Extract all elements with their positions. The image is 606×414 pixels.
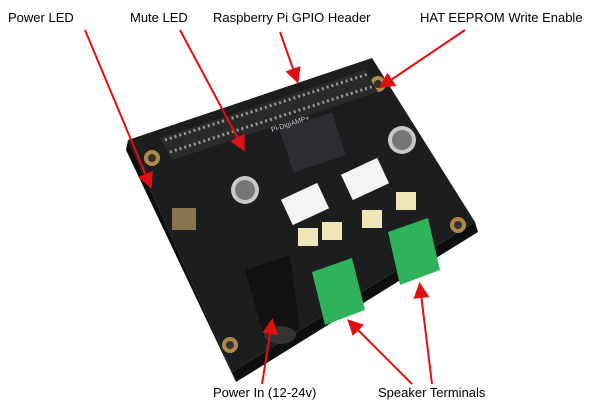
eeprom-arrow: [378, 29, 466, 89]
label-gpio-header: Raspberry Pi GPIO Header: [213, 10, 371, 25]
gpio-header-arrow: [279, 31, 301, 84]
speaker-terminals: [312, 218, 440, 325]
label-eeprom: HAT EEPROM Write Enable: [420, 10, 583, 25]
label-speaker-terminals: Speaker Terminals: [378, 385, 486, 400]
label-mute-led: Mute LED: [130, 10, 188, 25]
capacitors: [172, 126, 416, 246]
speaker-arrow-right: [413, 282, 433, 385]
gpio-header: [160, 70, 378, 160]
power-led-arrow: [84, 29, 153, 189]
power-in-arrow: [261, 318, 278, 385]
arrows: [84, 29, 466, 385]
amplifier-chip: [279, 112, 346, 173]
label-power-in: Power In (12-24v): [213, 385, 317, 400]
mute-led-arrow: [179, 29, 245, 152]
speaker-arrow-left: [347, 319, 413, 385]
label-power-led: Power LED: [8, 10, 74, 25]
